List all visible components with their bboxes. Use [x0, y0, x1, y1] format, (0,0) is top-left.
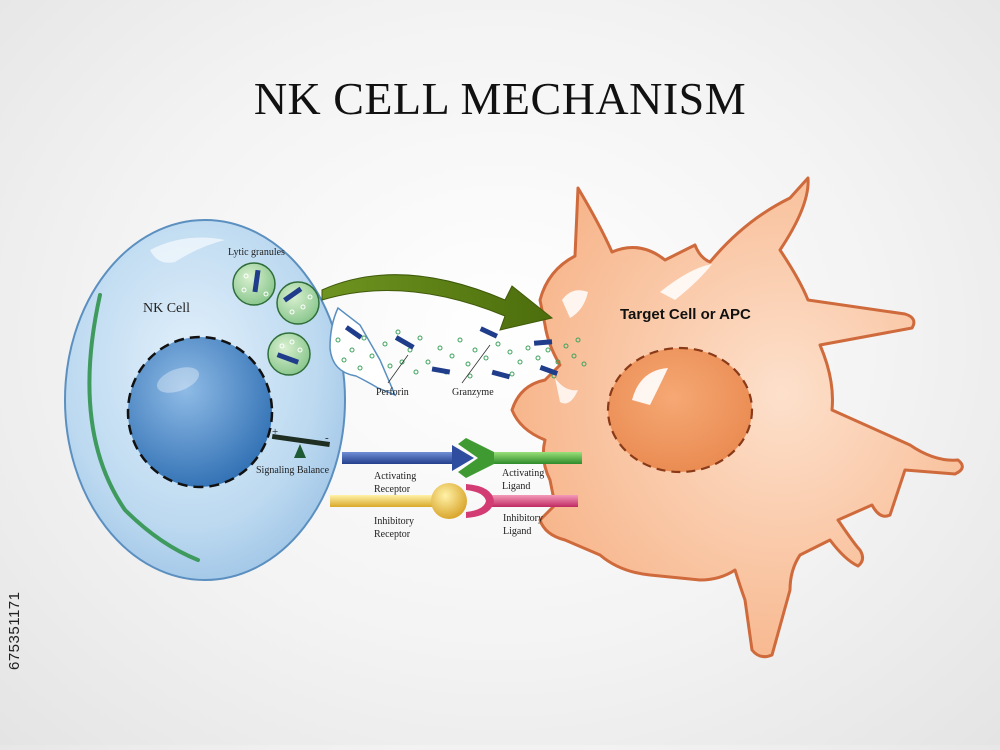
- nk-nucleus-highlight: [156, 367, 200, 393]
- perforin-dot: [357, 365, 363, 371]
- inhibitory-ligand-label-line1: Inhibitory: [503, 513, 543, 524]
- perforin-dot: [507, 349, 513, 355]
- perforin-label: Perforin: [376, 387, 409, 398]
- activating-ligand-label-line1: Activating: [502, 468, 545, 479]
- perforin-dot: [472, 347, 478, 353]
- perforin-dot: [465, 361, 471, 367]
- activating-receptor-label-line2: Receptor: [374, 484, 411, 495]
- perforin-molecules: [335, 329, 587, 379]
- inhibitory-ligand: [466, 484, 578, 518]
- granzyme-leader: [461, 344, 491, 384]
- perforin-dot: [571, 353, 577, 359]
- inhibitory-receptor: [330, 483, 467, 519]
- perforin-dot: [417, 335, 423, 341]
- target-cell-highlight: [660, 264, 712, 300]
- perforin-dot: [563, 343, 569, 349]
- perforin-dot: [361, 335, 367, 341]
- perforin-dot: [395, 329, 401, 335]
- target-nucleus: [606, 346, 754, 474]
- perforin-dot: [575, 337, 581, 343]
- target-cell-label: Target Cell or APC: [620, 306, 751, 323]
- target-cell-highlight: [562, 290, 588, 318]
- perforin-dot: [349, 347, 355, 353]
- activating-ligand-label-line2: Ligand: [502, 481, 531, 492]
- perforin-dot: [457, 337, 463, 343]
- activating-ligand: [458, 438, 582, 478]
- lytic-granules-label: Lytic granules: [228, 247, 285, 258]
- perforin-dot: [525, 345, 531, 351]
- balance-plus-label: +: [272, 426, 279, 438]
- nk-cell-label: NK Cell: [143, 301, 191, 316]
- perforin-dot: [555, 359, 561, 365]
- nk-cell: [64, 219, 397, 581]
- perforin-leader: [387, 354, 409, 384]
- perforin-dot: [437, 345, 443, 351]
- perforin-dot: [335, 337, 341, 343]
- nk-membrane-arc: [87, 293, 200, 562]
- perforin-dot: [341, 357, 347, 363]
- inhibitory-ligand-label-line2: Ligand: [503, 526, 532, 537]
- perforin-dot: [509, 371, 515, 377]
- perforin-dot: [495, 341, 501, 347]
- perforin-dot: [581, 361, 587, 367]
- delivery-arrow: [321, 274, 554, 331]
- target-cell-highlight: [555, 378, 578, 404]
- lytic-granule: [232, 262, 276, 306]
- signaling-balance-label: Signaling Balance: [256, 465, 330, 476]
- lytic-granule: [276, 281, 320, 325]
- perforin-dot: [382, 341, 388, 347]
- perforin-dot: [413, 369, 419, 375]
- perforin-dot: [387, 363, 393, 369]
- granzyme-label: Granzyme: [452, 387, 494, 398]
- perforin-dot: [517, 359, 523, 365]
- perforin-dot: [535, 355, 541, 361]
- perforin-dot: [425, 359, 431, 365]
- target-cell: [510, 176, 964, 659]
- diagram-title: NK CELL MECHANISM: [253, 73, 747, 124]
- activating-receptor: [342, 445, 474, 471]
- signaling-balance-icon: [271, 433, 330, 458]
- activating-receptor-label-line1: Activating: [374, 471, 417, 482]
- nk-cell-highlight: [150, 237, 225, 263]
- granzyme-molecules: [344, 325, 559, 380]
- target-nucleus-highlight: [632, 368, 668, 405]
- perforin-dot: [467, 373, 473, 379]
- lytic-granule: [267, 332, 311, 376]
- nk-nucleus: [126, 335, 274, 489]
- perforin-dot: [449, 353, 455, 359]
- perforin-dot: [369, 353, 375, 359]
- perforin-dot: [483, 355, 489, 361]
- balance-minus-label: -: [325, 432, 329, 444]
- stock-id-text: 675351171: [6, 591, 23, 670]
- perforin-dot: [545, 347, 551, 353]
- inhibitory-receptor-label-line2: Receptor: [374, 529, 411, 540]
- inhibitory-receptor-label-line1: Inhibitory: [374, 516, 414, 527]
